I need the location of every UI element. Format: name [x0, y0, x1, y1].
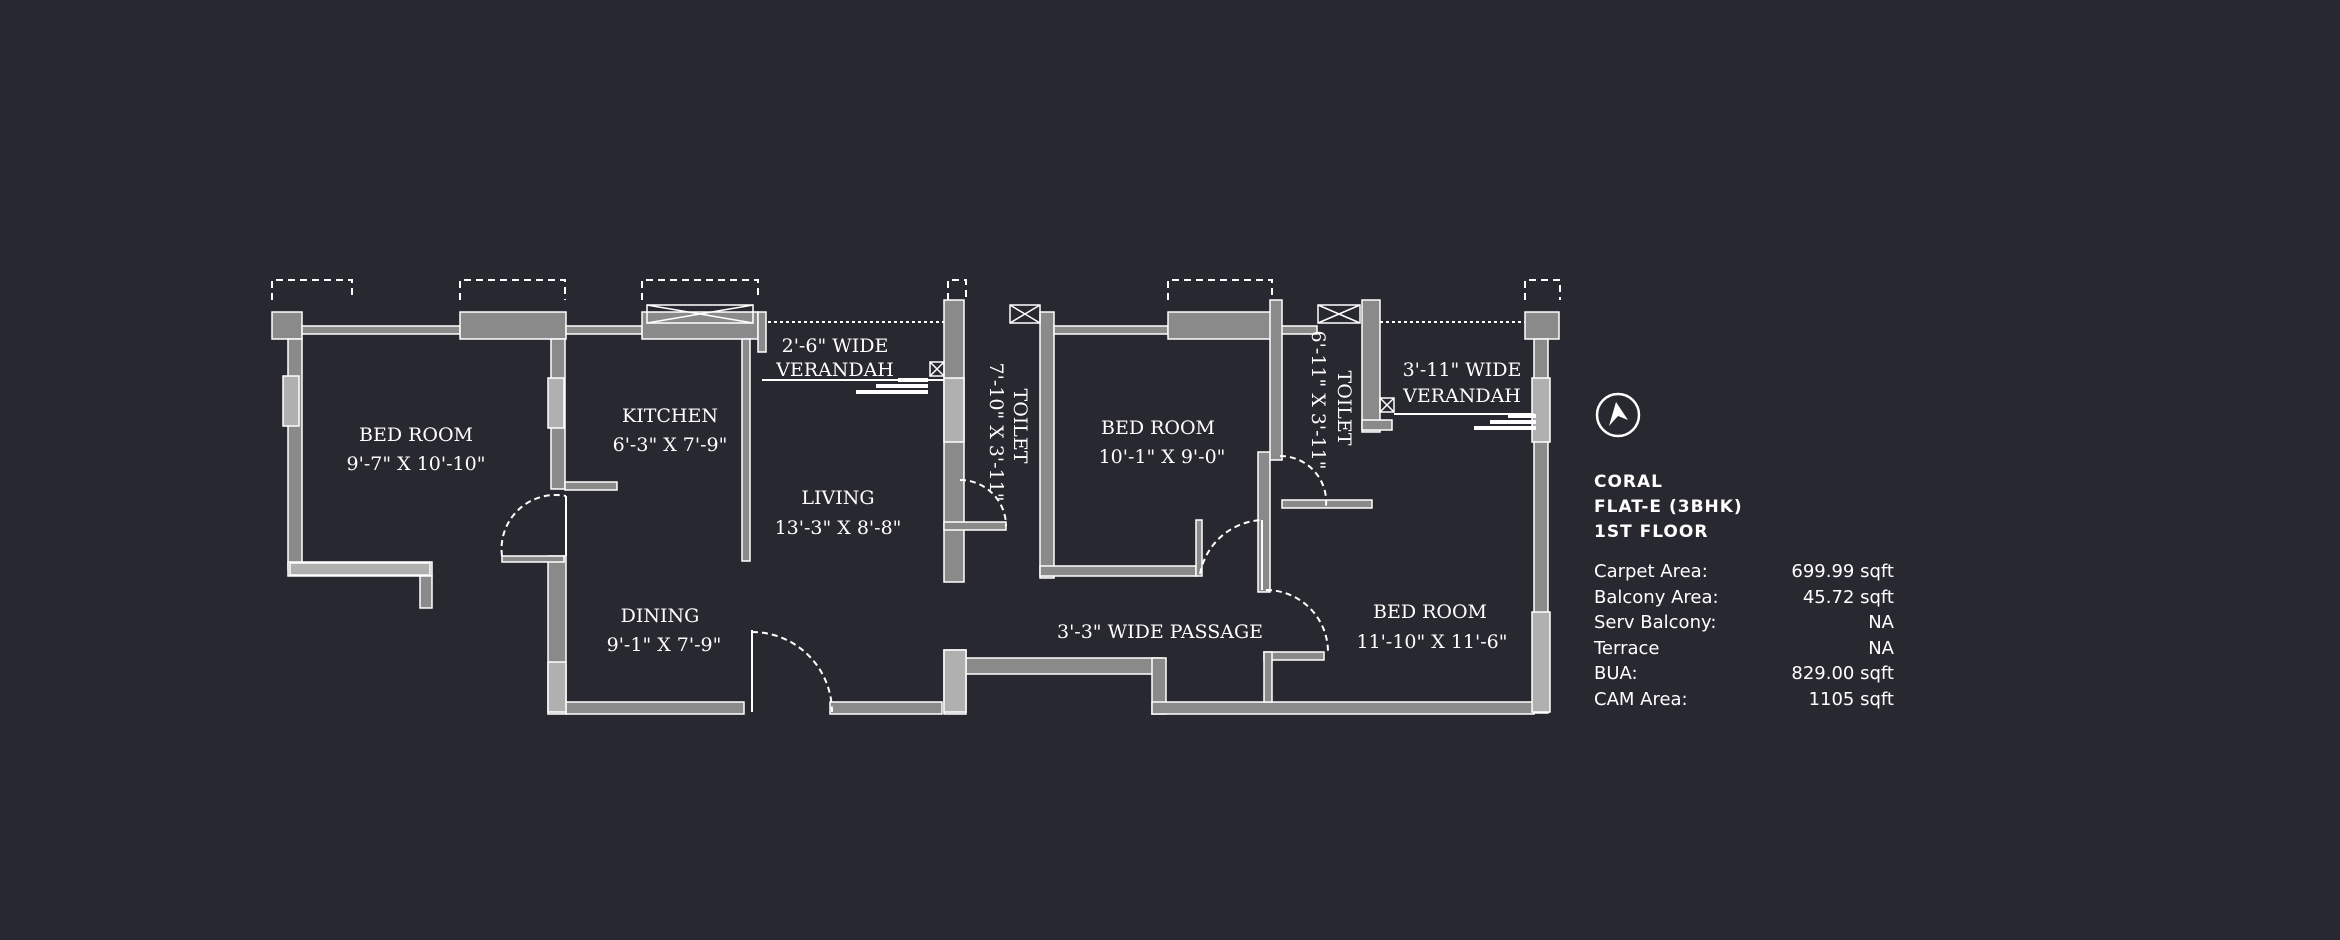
- area-label: Serv Balcony:: [1594, 612, 1717, 633]
- area-row: Serv Balcony: NA: [1594, 610, 1894, 636]
- dining-name: DINING: [621, 605, 700, 627]
- floor-level: 1ST FLOOR: [1594, 522, 1709, 542]
- area-value: NA: [1868, 612, 1894, 633]
- area-label: Carpet Area:: [1594, 561, 1708, 582]
- area-table: Carpet Area: 699.99 sqft Balcony Area: 4…: [1594, 559, 1894, 712]
- area-label: CAM Area:: [1594, 688, 1688, 710]
- bed1-dims: 9'-7" X 10'-10": [347, 453, 486, 475]
- area-value: 45.72 sqft: [1802, 586, 1894, 608]
- area-value: 699.99 sqft: [1791, 561, 1894, 582]
- project-name: CORAL: [1594, 472, 1664, 492]
- toilet1-dims: 7'-10" X 3'-11": [985, 363, 1007, 502]
- verandah1-line1: 2'-6" WIDE: [782, 335, 889, 357]
- area-row: BUA: 829.00 sqft: [1594, 661, 1894, 687]
- room-labels: BED ROOM 9'-7" X 10'-10" KITCHEN 6'-3" X…: [347, 331, 1522, 656]
- area-label: BUA:: [1594, 663, 1638, 684]
- area-value: 829.00 sqft: [1791, 663, 1894, 684]
- area-value: NA: [1868, 637, 1894, 659]
- verandah2-line1: 3'-11" WIDE: [1403, 359, 1522, 381]
- verandah-lines: [762, 379, 1534, 415]
- passage-label: 3'-3" WIDE PASSAGE: [1057, 621, 1263, 643]
- door-swings: [500, 454, 1329, 713]
- bed2-dims: 10'-1" X 9'-0": [1099, 446, 1226, 468]
- bed2-name: BED ROOM: [1101, 417, 1215, 439]
- area-row: CAM Area: 1105 sqft: [1594, 687, 1894, 713]
- area-label: Terrace: [1594, 637, 1660, 659]
- bed1-name: BED ROOM: [359, 424, 473, 446]
- verandah1-line2: VERANDAH: [775, 359, 894, 381]
- dining-dims: 9'-1" X 7'-9": [607, 634, 722, 656]
- columns: [282, 375, 1551, 713]
- window-marks: [646, 304, 1395, 413]
- verandah2-line2: VERANDAH: [1402, 385, 1521, 407]
- area-label: Balcony Area:: [1594, 586, 1719, 608]
- bed3-name: BED ROOM: [1373, 601, 1487, 623]
- toilet1-name: TOILET: [1009, 389, 1031, 464]
- kitchen-name: KITCHEN: [622, 405, 718, 427]
- area-row: Balcony Area: 45.72 sqft: [1594, 585, 1894, 611]
- parapet-outline: [271, 279, 1561, 300]
- toilet2-name: TOILET: [1333, 371, 1355, 446]
- bed3-dims: 11'-10" X 11'-6": [1357, 631, 1508, 653]
- kitchen-dims: 6'-3" X 7'-9": [613, 434, 728, 456]
- living-dims: 13'-3" X 8'-8": [775, 517, 902, 539]
- living-name: LIVING: [801, 487, 874, 509]
- info-panel: CORAL FLAT-E (3BHK) 1ST FLOOR Carpet Are…: [1594, 470, 1894, 712]
- area-value: 1105 sqft: [1808, 688, 1894, 710]
- area-row: Carpet Area: 699.99 sqft: [1594, 559, 1894, 585]
- toilet2-dims: 6'-11" X 3'-11": [1307, 331, 1329, 470]
- flat-type: FLAT-E (3BHK): [1594, 497, 1743, 517]
- area-row: Terrace NA: [1594, 636, 1894, 662]
- north-arrow-icon: [1595, 392, 1641, 438]
